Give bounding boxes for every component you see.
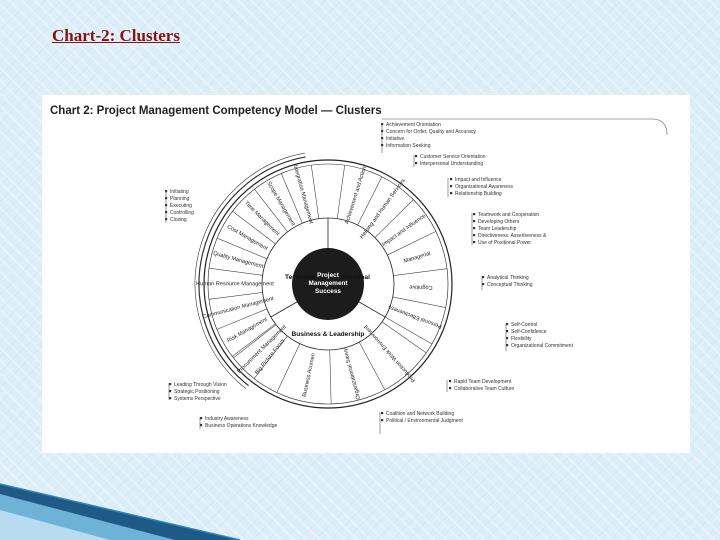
center-label: Project	[317, 272, 340, 279]
competency-item: Leading Through Vision	[174, 382, 227, 388]
competency-item: Initiative	[386, 136, 405, 142]
competency-item: Customer Service Orientation	[420, 154, 486, 160]
competency-item: Developing Others	[478, 219, 520, 225]
competency-item: Political / Environmental Judgment	[386, 418, 463, 424]
competency-item: Strategic Positioning	[174, 389, 220, 395]
center-circle	[292, 248, 364, 320]
competency-item: Directiveness: Assertiveness &	[478, 233, 547, 239]
competency-item: Self-Confidence	[511, 329, 547, 335]
competency-item: Impact and Influence	[455, 177, 502, 183]
quadrant-label: Business & Leadership	[292, 331, 365, 338]
competency-item: Organizational Awareness	[455, 184, 513, 190]
competency-item: Teamwork and Cooperation	[478, 212, 539, 218]
competency-item: Analytical Thinking	[487, 275, 529, 281]
competency-item: Systems Perspective	[174, 396, 221, 402]
competency-item: Coalition and Network Building	[386, 411, 454, 417]
competency-item: Concern for Order, Quality and Accuracy	[386, 129, 476, 135]
competency-item: Conceptual Thinking	[487, 282, 533, 288]
competency-item: Team Leadership	[478, 226, 517, 232]
segment-label: Cognitive	[409, 283, 433, 290]
competency-model-figure: Chart 2: Project Management Competency M…	[42, 95, 690, 453]
slide-title: Chart-2: Clusters	[52, 26, 180, 45]
competency-item: Rapid Team Development	[454, 379, 512, 385]
competency-item: Initiating	[170, 189, 189, 195]
competency-wheel-diagram: Chart 2: Project Management Competency M…	[50, 105, 668, 434]
competency-item: Business Operations Knowledge	[205, 423, 277, 429]
competency-item: Closing	[170, 217, 187, 223]
competency-item: Executing	[170, 203, 192, 209]
quadrant-label: Personal	[342, 274, 370, 281]
competency-item: Flexibility	[511, 336, 532, 342]
slide-decoration	[0, 483, 241, 540]
center-label: Management	[308, 280, 348, 287]
competency-item: Collaborative Team Culture	[454, 386, 514, 392]
figure-title: Chart 2: Project Management Competency M…	[50, 105, 382, 117]
competency-item: Interpersonal Understanding	[420, 161, 483, 167]
competency-item: Use of Positional Power	[478, 240, 531, 246]
competency-item: Planning	[170, 196, 190, 202]
competency-item: Achievement Orientation	[386, 122, 441, 128]
center-label: Success	[315, 288, 341, 295]
competency-item: Information Seeking	[386, 143, 431, 149]
annotations: InitiatingPlanningExecutingControllingCl…	[165, 122, 574, 434]
competency-item: Industry Awareness	[205, 416, 249, 422]
quadrant-label: Technical	[285, 274, 315, 281]
competency-item: Relationship Building	[455, 191, 502, 197]
segment-label: Human Resource Management	[196, 281, 274, 287]
competency-item: Controlling	[170, 210, 194, 216]
competency-item: Self-Control	[511, 322, 537, 328]
competency-item: Organizational Commitment	[511, 343, 574, 349]
